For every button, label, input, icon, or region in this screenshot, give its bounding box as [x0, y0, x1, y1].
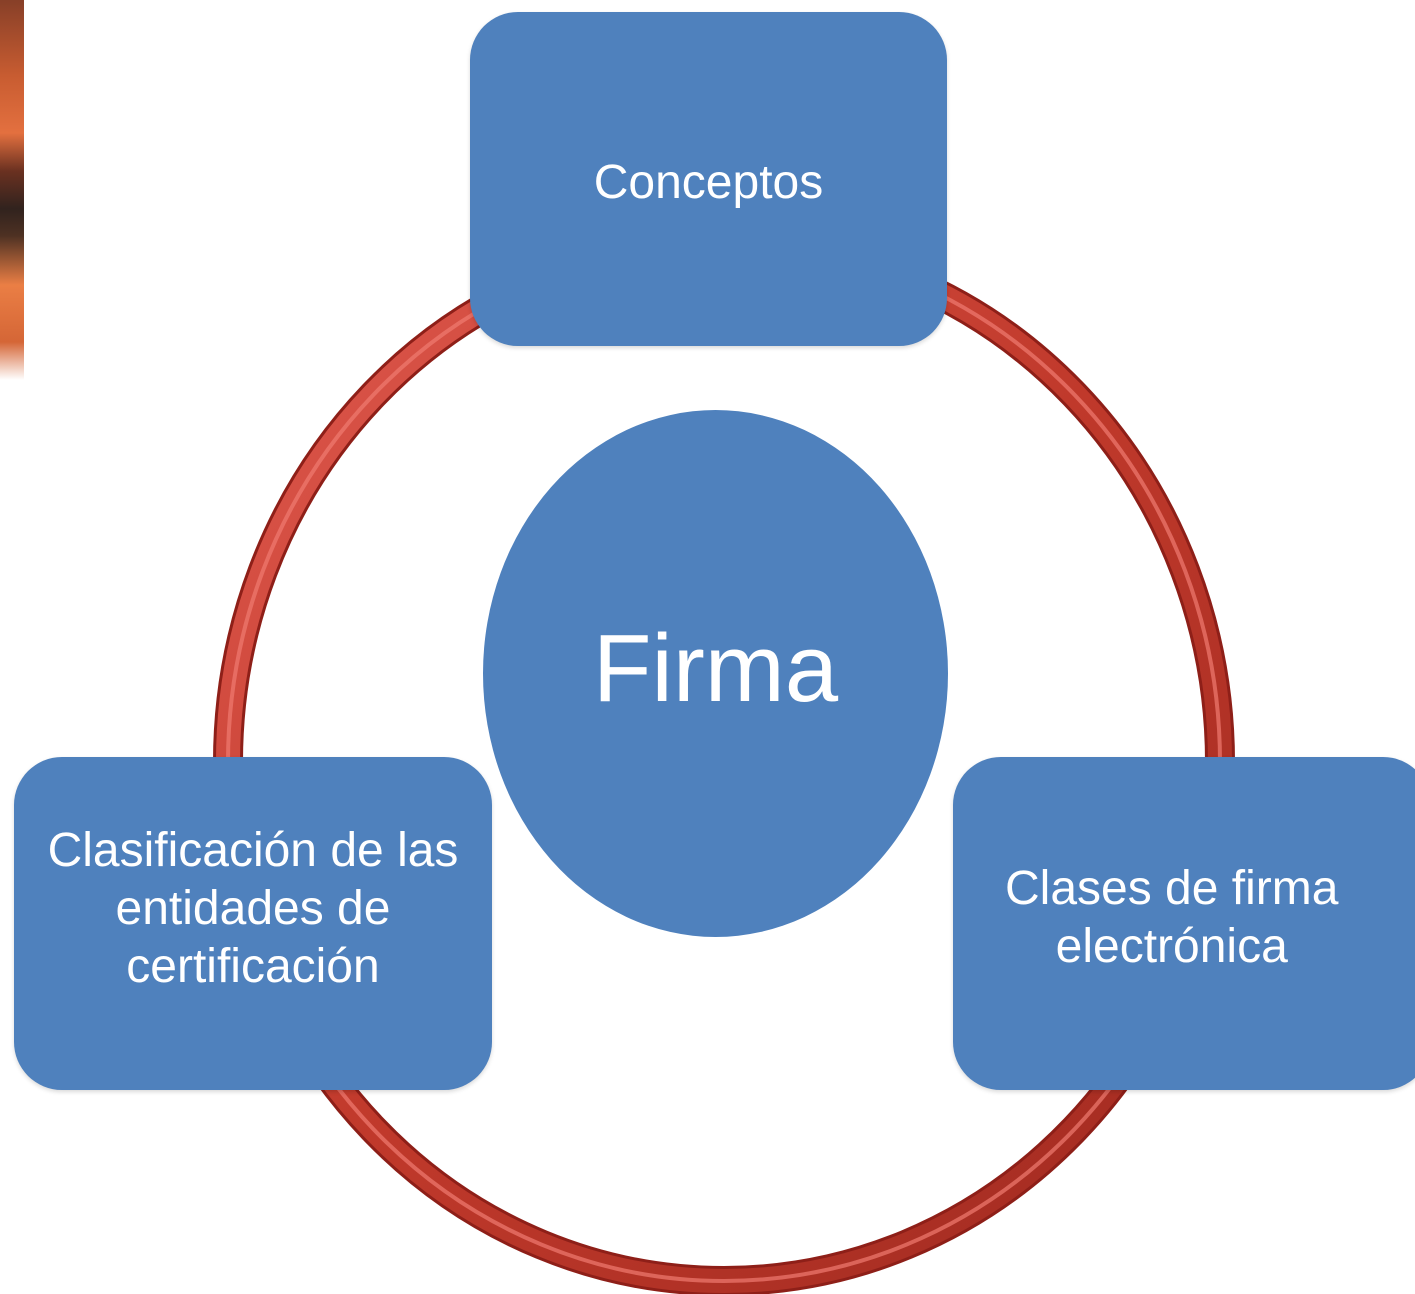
node-top: Conceptos	[470, 12, 947, 346]
center-node-label: Firma	[592, 614, 839, 722]
center-node: Firma	[483, 410, 948, 937]
node-right-label: Clases de firma electrónica	[1005, 861, 1339, 973]
node-left-label: Clasificación de las entidades de certif…	[47, 823, 459, 993]
node-top-label: Conceptos	[593, 156, 824, 209]
cropped-photo-fragment	[0, 0, 24, 380]
node-left: Clasificación de las entidades de certif…	[14, 757, 492, 1090]
node-right: Clases de firma electrónica	[953, 757, 1415, 1090]
